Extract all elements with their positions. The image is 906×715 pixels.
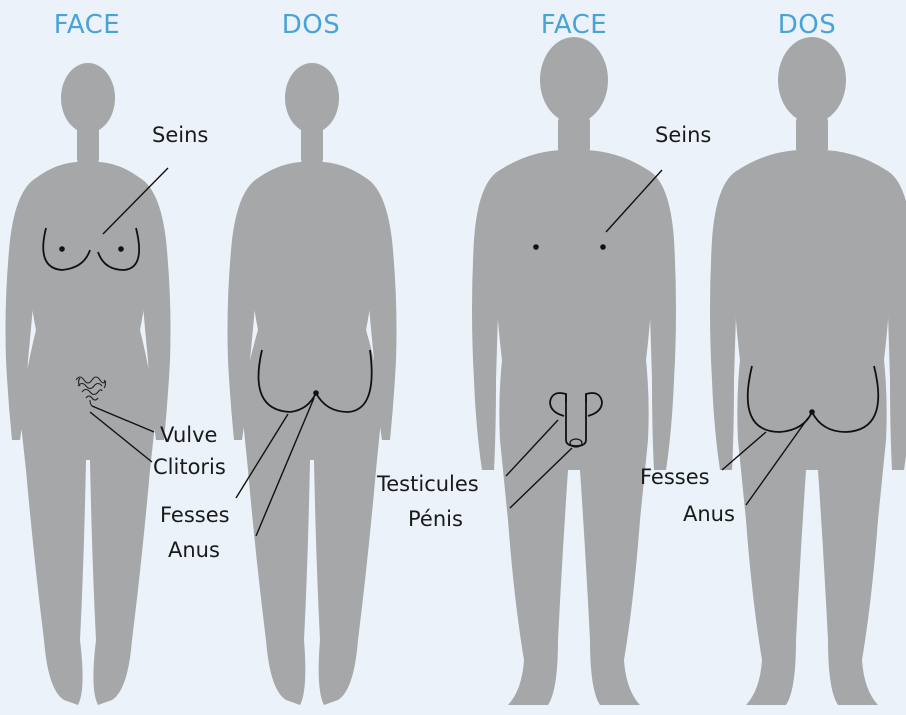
- testicles-label: Testicules: [376, 472, 479, 496]
- male-anus-label: Anus: [683, 502, 735, 526]
- male-buttocks-label: Fesses: [640, 465, 710, 489]
- anus-dot: [313, 390, 319, 396]
- male-front-silhouette: [472, 37, 676, 705]
- female-front-silhouette: [6, 63, 171, 705]
- male-breasts-label: Seins: [655, 123, 711, 147]
- male-back-silhouette: [710, 37, 906, 705]
- clitoris-label: Clitoris: [153, 455, 226, 479]
- right-nipple-dot: [118, 246, 124, 252]
- penis-label: Pénis: [408, 507, 463, 531]
- left-nipple-dot: [533, 244, 539, 250]
- anus-label: Anus: [168, 538, 220, 562]
- male-anus-dot: [809, 409, 815, 415]
- left-nipple-dot: [59, 246, 65, 252]
- breasts-label: Seins: [152, 123, 208, 147]
- vulva-label: Vulve: [160, 423, 217, 447]
- buttocks-label: Fesses: [160, 503, 230, 527]
- right-nipple-dot: [600, 244, 606, 250]
